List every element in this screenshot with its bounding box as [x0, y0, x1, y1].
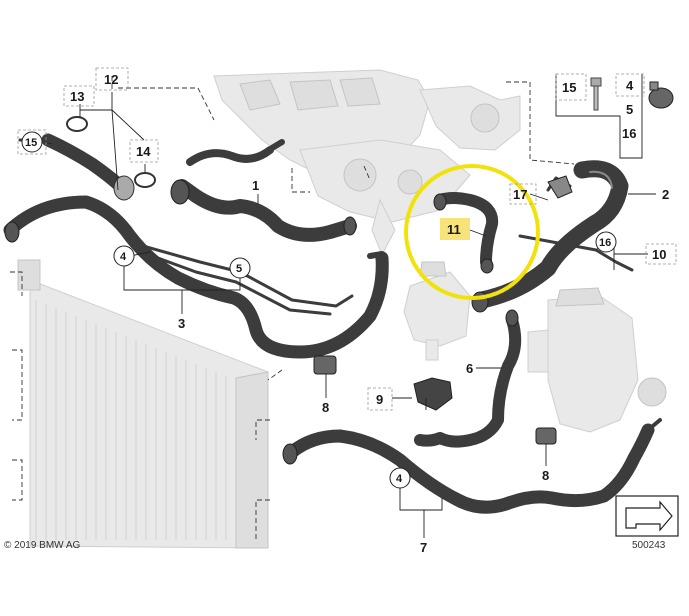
- clamp-part-4-5: [648, 81, 674, 109]
- part-label-6: 6: [466, 361, 473, 376]
- o-ring-part-13: [66, 116, 88, 132]
- part-label-4-circled: 4: [120, 251, 127, 263]
- hose-1: [170, 139, 357, 242]
- copyright-text: © 2019 BMW AG: [4, 540, 81, 551]
- highlight-label-bg: [440, 218, 470, 240]
- part-label-11: 11: [447, 222, 461, 237]
- part-label-13: 13: [70, 89, 84, 104]
- part-label-17: 17: [513, 187, 527, 202]
- part-label-16-top: 16: [622, 126, 636, 141]
- part-label-9: 9: [376, 392, 383, 407]
- part-label-1: 1: [252, 178, 259, 193]
- label-boxes: [17, 67, 677, 411]
- part-label-5-circled: 5: [236, 263, 242, 275]
- part-label-10: 10: [652, 247, 666, 262]
- diagram-number: 500243: [632, 540, 666, 551]
- part-label-3: 3: [178, 316, 185, 331]
- reservoir: [403, 261, 471, 361]
- part-label-15-top: 15: [562, 80, 576, 95]
- clamp-part-8-upper: [313, 355, 337, 375]
- o-ring-part-14: [134, 172, 156, 188]
- part-label-8-lower: 8: [542, 468, 549, 483]
- part-label-8-upper: 8: [322, 400, 329, 415]
- bracket-part-17: [547, 175, 573, 199]
- hose-3: [3, 195, 389, 359]
- part-label-7: 7: [420, 540, 427, 555]
- bolt-part-15: [590, 77, 602, 111]
- part-label-2: 2: [662, 187, 669, 202]
- part-label-4-top: 4: [626, 78, 634, 93]
- hose-6: [414, 309, 522, 448]
- part-label-16-circled: 16: [599, 237, 611, 249]
- highlight-circle: [404, 164, 540, 300]
- radiator: [17, 259, 269, 549]
- part-label-14: 14: [136, 144, 151, 159]
- expansion-tank: [527, 287, 667, 433]
- clamp-part-8-lower: [535, 427, 557, 445]
- direction-indicator: [615, 495, 679, 537]
- engine-block: [213, 69, 521, 257]
- hose-7: [282, 418, 662, 514]
- bracket-part-9: [413, 377, 453, 411]
- part-label-12: 12: [104, 72, 118, 87]
- hose-11: [433, 192, 499, 274]
- part-label-15-circled: 15: [25, 137, 37, 149]
- part-label-4-circled-bottom: 4: [396, 473, 403, 485]
- part-labels: 12 13 14 15 1 2 17 11 16 10 4 5 3 6 8 9 …: [21, 72, 669, 555]
- part-label-5-top: 5: [626, 102, 633, 117]
